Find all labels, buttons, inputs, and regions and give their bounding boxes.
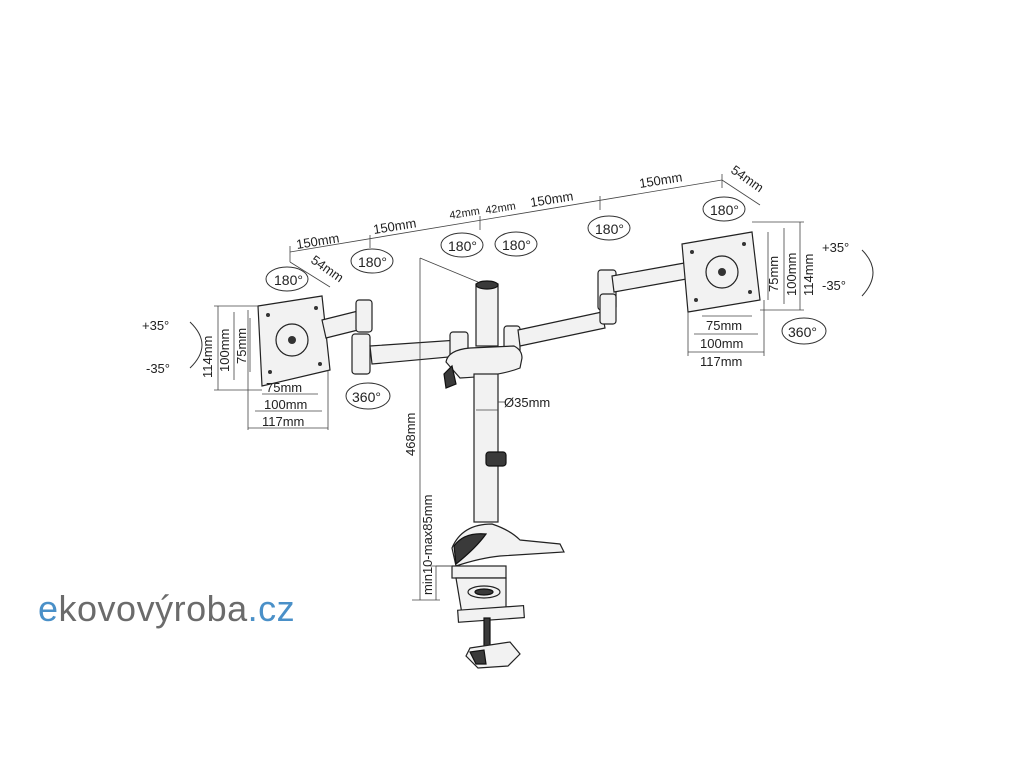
svg-text:180°: 180° [595, 221, 624, 237]
dim-42-left: 42mm [449, 205, 481, 222]
right-plate-100mm: 100mm [700, 336, 743, 351]
svg-text:180°: 180° [710, 202, 739, 218]
right-plate-75mm-h: 75mm [766, 256, 781, 292]
rotation-180-6: 180° [702, 196, 746, 222]
pole-diameter: Ø35mm [504, 395, 550, 410]
left-plate-100mm-h: 100mm [217, 329, 232, 372]
brand-logo: ekovovýroba.cz [38, 588, 295, 630]
right-plate-75mm: 75mm [706, 318, 742, 333]
logo-main: kovovýroba [58, 588, 248, 629]
right-tilt-arc [861, 249, 874, 297]
right-vesa-plate [681, 221, 804, 356]
rotation-360-left: 360° [345, 382, 391, 410]
left-tilt-minus: -35° [146, 361, 170, 376]
logo-tld: .cz [247, 588, 296, 629]
dim-150-right: 150mm [638, 169, 683, 191]
left-vesa-plate [214, 295, 331, 430]
svg-text:180°: 180° [448, 238, 477, 254]
rotation-180-5: 180° [587, 215, 631, 241]
svg-text:360°: 360° [788, 324, 817, 340]
dim-54-right: 54mm [728, 162, 766, 195]
left-plate-75mm: 75mm [266, 380, 302, 395]
dim-42-right: 42mm [485, 200, 517, 217]
rotation-180-2: 180° [350, 248, 394, 274]
top-dimension-line [289, 174, 761, 288]
right-tilt-minus: -35° [822, 278, 846, 293]
left-plate-114mm: 114mm [200, 336, 215, 378]
rotation-360-right: 360° [781, 317, 827, 345]
dim-54-left: 54mm [308, 252, 346, 285]
pole-height-dim [412, 257, 479, 601]
dim-150-left: 150mm [295, 230, 340, 252]
logo-e: e [38, 588, 59, 629]
pole-height: 468mm [403, 413, 418, 456]
svg-text:180°: 180° [358, 254, 387, 270]
dim-150-mid-right: 150mm [529, 188, 574, 210]
clamp-range-dim [430, 565, 452, 600]
svg-text:180°: 180° [274, 272, 303, 288]
right-tilt-plus: +35° [822, 240, 849, 255]
right-plate-100mm-h: 100mm [784, 253, 799, 296]
svg-text:180°: 180° [502, 237, 531, 253]
right-arm [503, 261, 693, 359]
svg-text:360°: 360° [352, 389, 381, 405]
left-plate-75mm-h: 75mm [234, 328, 249, 364]
right-plate-117mm: 117mm [700, 354, 742, 369]
rotation-180-3: 180° [440, 232, 484, 258]
dim-150-mid-left: 150mm [372, 215, 417, 237]
left-tilt-plus: +35° [142, 318, 169, 333]
desk-clamp [436, 523, 565, 669]
left-plate-100mm: 100mm [264, 397, 307, 412]
rotation-180-1: 180° [265, 266, 309, 292]
right-plate-114mm: 114mm [801, 254, 816, 296]
rotation-180-4: 180° [494, 231, 538, 257]
left-tilt-arc [189, 321, 203, 369]
left-plate-117mm: 117mm [262, 414, 304, 429]
center-pole [443, 280, 523, 523]
left-arm [321, 299, 469, 375]
clamp-range: min10-max85mm [420, 495, 435, 595]
